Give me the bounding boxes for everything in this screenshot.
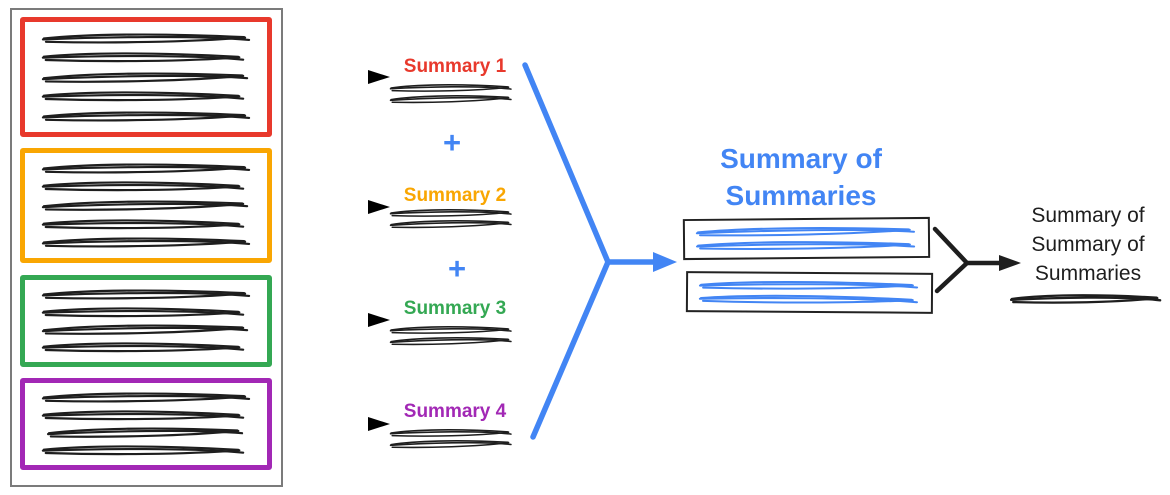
- final-summary-title: Summary of Summary of Summaries: [1031, 204, 1145, 285]
- text-scribble: [39, 235, 254, 250]
- orange-dashed-arrow-icon: [272, 197, 393, 217]
- summary-box-1: [682, 216, 931, 261]
- text-scribble: [39, 161, 254, 176]
- purple-dashed-arrow-icon: [272, 414, 393, 434]
- summary-1-label: Summary 1: [403, 56, 507, 77]
- text-scribble: [39, 109, 254, 124]
- blue-text-scribble: [693, 239, 919, 252]
- summary-box-2: [685, 271, 934, 314]
- blue-text-scribble: [693, 224, 919, 239]
- summary-of-summaries-title: Summary of Summaries: [720, 143, 882, 211]
- blue-text-scribble: [696, 278, 922, 293]
- text-scribble: [39, 304, 248, 321]
- text-scribble: [39, 425, 252, 441]
- text-scribble: [39, 49, 248, 66]
- green-dashed-arrow-icon: [272, 310, 393, 330]
- text-scribble: [39, 88, 248, 105]
- text-scribble: [39, 287, 254, 302]
- text-scribble: [39, 216, 248, 233]
- document-3: [20, 275, 272, 367]
- summary-4-scribble: [388, 427, 514, 450]
- document-4: [20, 378, 272, 470]
- plus-sign: +: [448, 251, 467, 286]
- text-scribble: [39, 197, 252, 213]
- summary-2-label: Summary 2: [403, 185, 507, 206]
- text-scribble: [39, 178, 248, 195]
- red-dashed-arrow-icon: [272, 67, 393, 87]
- blue-text-scribble: [696, 292, 922, 308]
- final-summary-scribble: [1008, 292, 1164, 306]
- text-scribble: [39, 442, 248, 459]
- document-2: [20, 148, 272, 263]
- combine-arrow-icon: [932, 226, 1021, 294]
- text-scribble: [39, 69, 252, 85]
- text-scribble: [39, 390, 254, 405]
- text-scribble: [39, 31, 254, 46]
- summary-3-scribble: [388, 324, 514, 347]
- text-scribble: [39, 322, 252, 338]
- document-1: [20, 17, 272, 137]
- summary-3-label: Summary 3: [403, 298, 507, 319]
- summary-1-scribble: [388, 82, 514, 105]
- summary-2-scribble: [388, 207, 514, 230]
- text-scribble: [39, 407, 248, 424]
- summary-4-label: Summary 4: [403, 401, 507, 422]
- merge-arrow-icon: [522, 62, 677, 440]
- plus-sign: +: [443, 125, 462, 160]
- text-scribble: [39, 339, 248, 356]
